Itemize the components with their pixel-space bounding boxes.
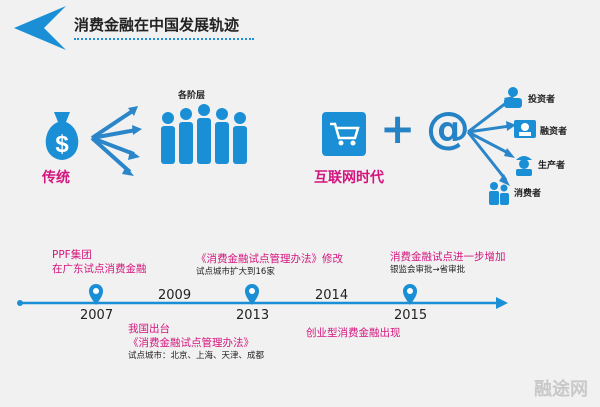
event-2009: 我国出台 《消费金融试点管理办法》 试点城市：北京、上海、天津、成都: [128, 322, 264, 362]
role-consumer: 消费者: [514, 189, 542, 199]
timeline-pin-2007-icon: [89, 284, 103, 305]
at-sign-icon: @: [426, 103, 470, 154]
role-producer: 生产者: [538, 161, 566, 171]
role-financier: 融资者: [540, 127, 568, 137]
event-2009-line-2: 《消费金融试点管理办法》: [128, 337, 254, 349]
event-2007-line-2: 在广东试点消费金融: [52, 263, 147, 275]
year-2015: 2015: [394, 308, 428, 323]
event-2013: 《消费金融试点管理办法》修改 试点城市扩大到16家: [196, 252, 343, 278]
internet-era-label: 互联网时代: [314, 170, 384, 186]
consumer-icon: [489, 182, 509, 205]
event-2014-line-1: 创业型消费金融出现: [306, 327, 401, 339]
producer-icon: [516, 156, 532, 176]
timeline-axis: [17, 297, 508, 309]
year-2013: 2013: [236, 308, 270, 323]
year-2014: 2014: [315, 288, 349, 303]
page-title: 消费金融在中国发展轨迹: [74, 16, 240, 34]
event-2015-sub: 银监会审批→省审批: [390, 265, 466, 275]
plus-sign: +: [380, 104, 416, 153]
event-2013-sub: 试点城市扩大到16家: [196, 267, 275, 277]
event-2014: 创业型消费金融出现: [306, 326, 401, 340]
all-classes-label: 各阶层: [178, 91, 206, 101]
timeline-pin-2013-icon: [245, 284, 259, 305]
event-2009-sub: 试点城市：北京、上海、天津、成都: [128, 351, 265, 361]
financier-icon: [514, 120, 536, 138]
event-2015-line-1: 消费金融试点进一步增加: [390, 251, 506, 263]
shopping-cart-icon: [322, 112, 366, 156]
event-2009-line-1: 我国出台: [128, 323, 170, 335]
event-2007: PPF集团 在广东试点消费金融: [52, 248, 147, 276]
year-2009: 2009: [158, 288, 192, 303]
investor-icon: [504, 87, 522, 108]
crowd-people-icon: [161, 104, 247, 164]
money-bag-icon: $: [45, 112, 79, 160]
year-2007: 2007: [80, 308, 114, 323]
fan-out-arrows-right: [466, 96, 516, 186]
event-2013-line-1: 《消费金融试点管理办法》修改: [196, 253, 343, 265]
back-arrow-icon: [14, 6, 66, 50]
title-dotted-underline: [74, 38, 254, 40]
role-investor: 投资者: [528, 95, 556, 105]
timeline-pin-2015-icon: [403, 284, 417, 305]
traditional-label: 传统: [42, 170, 70, 186]
fan-out-arrows-left: [90, 106, 142, 176]
event-2015: 消费金融试点进一步增加 银监会审批→省审批: [390, 250, 506, 276]
event-2007-line-1: PPF集团: [52, 249, 92, 261]
dollar-symbol: $: [55, 131, 69, 158]
watermark-logo: 融途网: [534, 379, 588, 400]
